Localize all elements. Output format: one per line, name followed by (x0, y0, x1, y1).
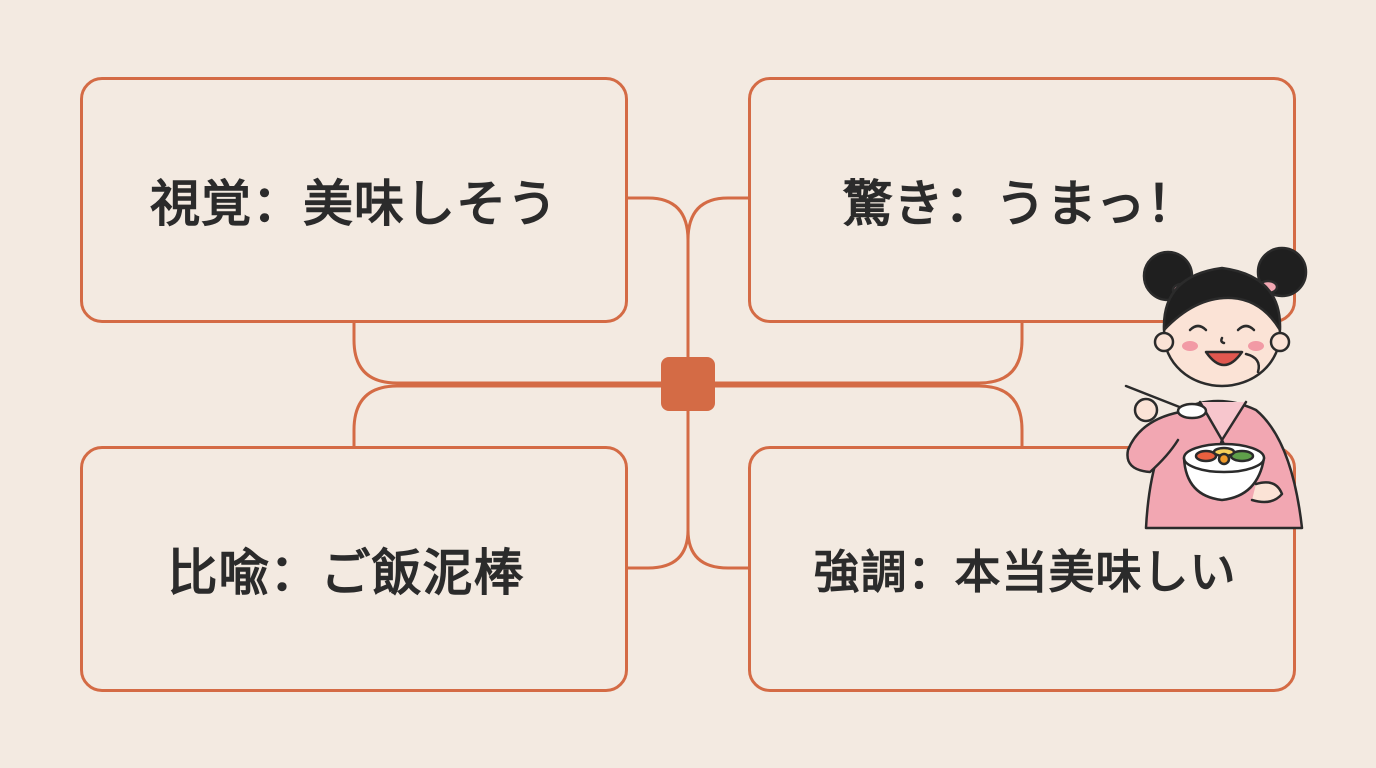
node-emphasis-label: 強調：本当美味しい (813, 545, 1237, 599)
node-metaphor: 比喩：ご飯泥棒 (80, 446, 628, 692)
node-surprise-label: 驚き：うまっ！ (842, 175, 1198, 233)
node-metaphor-label: 比喩：ご飯泥棒 (167, 544, 525, 602)
node-surprise: 驚き：うまっ！ (748, 77, 1296, 323)
node-visual: 視覚：美味しそう (80, 77, 628, 323)
node-visual-label: 視覚：美味しそう (150, 175, 558, 233)
